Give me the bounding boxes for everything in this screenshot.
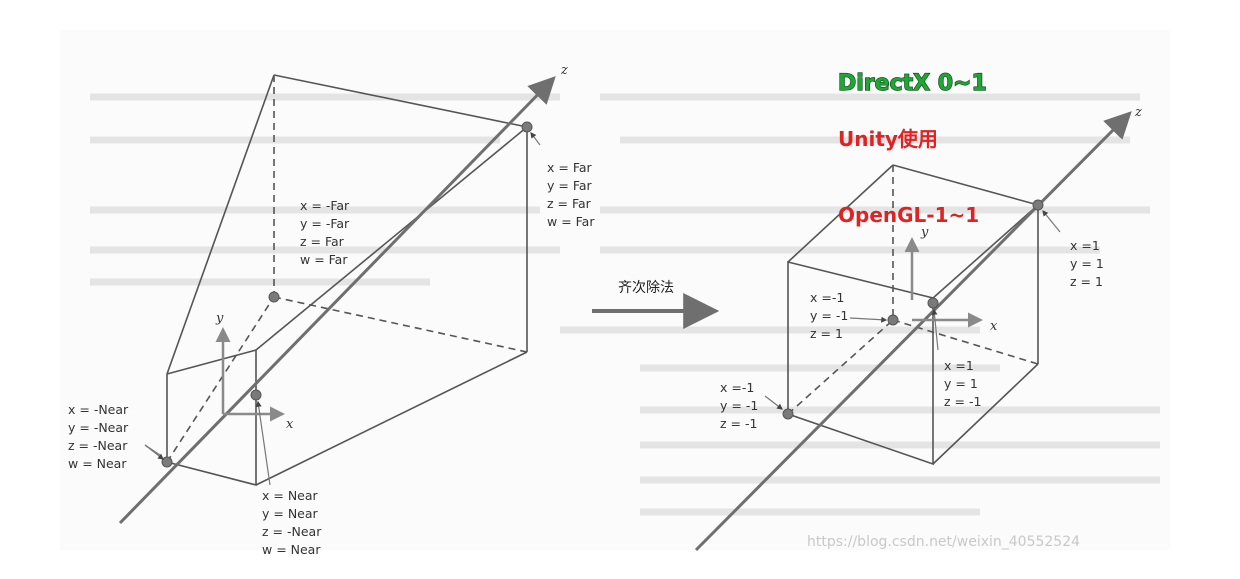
far-corner-w: w = Far (547, 214, 595, 229)
cube-top-back-left-edge (787, 164, 894, 263)
frustum-corner-points (161, 121, 533, 468)
cube-front-right-x: x =1 (944, 358, 974, 373)
far-back-w: w = Far (300, 252, 348, 267)
cube-z-axis (694, 111, 1132, 552)
near-bottom-w: w = Near (262, 542, 321, 557)
near-bottom-y: y = Near (262, 506, 319, 521)
label-cube-back: x =-1 y = -1 z = 1 (810, 290, 848, 341)
near-front-z: z = -Near (68, 438, 128, 453)
near-front-w: w = Near (68, 456, 127, 471)
cube-far-top-x: x =1 (1070, 238, 1100, 253)
frustum-x-label: x (286, 417, 294, 432)
cube-corner-points (782, 199, 1044, 420)
scan-background (60, 30, 1170, 550)
cube-back-x: x =-1 (810, 290, 844, 305)
cube-far-top-y: y = 1 (1070, 256, 1104, 271)
cube-back-z: z = 1 (810, 326, 843, 341)
label-cube-front-left: x =-1 y = -1 z = -1 (720, 380, 758, 431)
far-plane-top-edge (273, 74, 528, 128)
watermark: https://blog.csdn.net/weixin_40552524 (807, 534, 1080, 550)
far-corner-z: z = Far (547, 196, 592, 211)
annotation-directx: DirectX 0~1 (838, 71, 987, 96)
cube-top-right-edge (932, 204, 1039, 299)
cube-z-label: z (1134, 105, 1142, 120)
ndc-cube (787, 164, 1039, 466)
near-bottom-z: z = -Near (262, 524, 322, 539)
cube-y-label: y (920, 225, 929, 240)
frustum-edge-bottom (255, 351, 528, 486)
label-cube-far-top: x =1 y = 1 z = 1 (1070, 238, 1104, 289)
view-frustum (166, 74, 528, 487)
label-near-bottom: x = Near y = Near z = -Near w = Near (262, 488, 322, 557)
cube-top-back-edge (892, 164, 1039, 206)
near-front-y: y = -Near (68, 420, 129, 435)
frustum-edge-right-top (255, 126, 528, 351)
cube-back-y: y = -1 (810, 308, 848, 323)
frustum-z-axis (118, 76, 556, 525)
frustum-leaders (144, 132, 541, 486)
cube-front-left-z: z = -1 (720, 416, 757, 431)
far-corner-y: y = Far (547, 178, 593, 193)
cube-front-right-z: z = -1 (944, 394, 981, 409)
cube-front-left-y: y = -1 (720, 398, 758, 413)
annotation-unity: Unity使用 (838, 127, 938, 151)
cube-front-left-x: x =-1 (720, 380, 754, 395)
far-back-x: x = -Far (300, 198, 350, 213)
cube-front-right-y: y = 1 (944, 376, 978, 391)
label-cube-front-right: x =1 y = 1 z = -1 (944, 358, 981, 409)
near-bottom-x: x = Near (262, 488, 319, 503)
label-near-front: x = -Near y = -Near z = -Near w = Near (68, 402, 129, 471)
frustum-z-label: z (560, 63, 568, 78)
near-front-x: x = -Near (68, 402, 129, 417)
background-text-ghost (90, 93, 1160, 516)
label-far-corner: x = Far y = Far z = Far w = Far (547, 160, 595, 229)
cube-far-top-z: z = 1 (1070, 274, 1103, 289)
frustum-hidden-edges (166, 75, 528, 463)
frustum-edge-top (166, 74, 275, 375)
far-back-y: y = -Far (300, 216, 350, 231)
cube-leaders (764, 210, 1061, 410)
far-back-z: z = Far (300, 234, 345, 249)
label-far-back: x = -Far y = -Far z = Far w = Far (300, 198, 350, 267)
frustum-y-label: y (215, 311, 224, 326)
annotation-opengl: OpenGL-1~1 (838, 203, 979, 227)
far-corner-x: x = Far (547, 160, 593, 175)
cube-x-label: x (990, 319, 998, 334)
homogeneous-division-label: 齐次除法 (618, 280, 674, 296)
cube-right-bottom-edge (932, 363, 1039, 465)
